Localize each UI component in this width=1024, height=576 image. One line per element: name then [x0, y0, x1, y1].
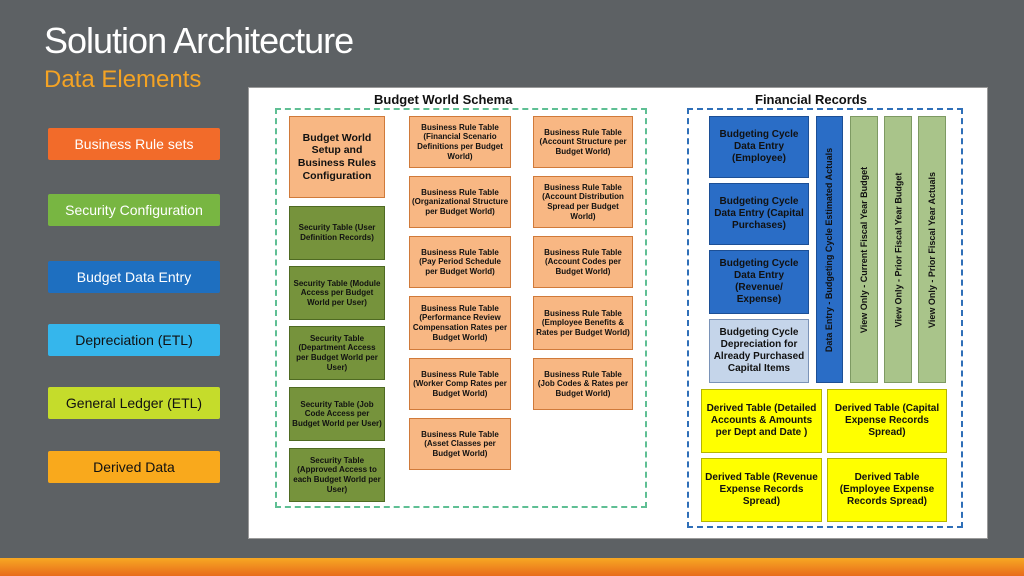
legend-business-rule-sets: Business Rule sets: [48, 128, 220, 160]
rule-table-employee-benefits: Business Rule Table (Employee Benefits &…: [533, 296, 633, 350]
rule-table-job-codes: Business Rule Table (Job Codes & Rates p…: [533, 358, 633, 410]
vertical-bar-prior-fy-actuals-label: View Only - Prior Fiscal Year Actuals: [927, 171, 937, 328]
vertical-bar-estimated-actuals-label: Data Entry - Budgeting Cycle Estimated A…: [824, 147, 835, 352]
rule-table-organizational-structure: Business Rule Table (Organizational Stru…: [409, 176, 511, 228]
budget-world-setup-box: Budget World Setup and Business Rules Co…: [289, 116, 385, 198]
vertical-bar-estimated-actuals: Data Entry - Budgeting Cycle Estimated A…: [816, 116, 843, 383]
security-table-module-access: Security Table (Module Access per Budget…: [289, 266, 385, 320]
footer-accent-bar: [0, 558, 1024, 576]
derived-table-revenue-expense: Derived Table (Revenue Expense Records S…: [701, 458, 822, 522]
rule-table-financial-scenario: Business Rule Table (Financial Scenario …: [409, 116, 511, 168]
security-table-approved-access: Security Table (Approved Access to each …: [289, 448, 385, 502]
rule-table-asset-classes: Business Rule Table (Asset Classes per B…: [409, 418, 511, 470]
security-table-department-access: Security Table (Department Access per Bu…: [289, 326, 385, 380]
vertical-bar-prior-fy-actuals: View Only - Prior Fiscal Year Actuals: [918, 116, 946, 383]
vertical-bar-current-fy-budget-label: View Only - Current Fiscal Year Budget: [859, 166, 869, 333]
legend-security-configuration: Security Configuration: [48, 194, 220, 226]
page-subtitle: Data Elements: [44, 66, 202, 93]
rule-table-performance-review: Business Rule Table (Performance Review …: [409, 296, 511, 350]
security-table-user-definition: Security Table (User Definition Records): [289, 206, 385, 260]
legend-budget-data-entry: Budget Data Entry: [48, 261, 220, 293]
legend-derived-data: Derived Data: [48, 451, 220, 483]
rule-table-account-distribution: Business Rule Table (Account Distributio…: [533, 176, 633, 228]
page-title: Solution Architecture: [44, 20, 354, 61]
budgeting-cycle-capital-purchases: Budgeting Cycle Data Entry (Capital Purc…: [709, 183, 809, 245]
financial-records-boundary: [687, 108, 963, 528]
budgeting-cycle-depreciation: Budgeting Cycle Depreciation for Already…: [709, 319, 809, 383]
derived-table-employee-expense: Derived Table (Employee Expense Records …: [827, 458, 947, 522]
rule-table-account-codes: Business Rule Table (Account Codes per B…: [533, 236, 633, 288]
vertical-bar-prior-fy-budget-label: View Only - Prior Fiscal Year Budget: [893, 172, 904, 327]
legend-depreciation-etl: Depreciation (ETL): [48, 324, 220, 356]
legend-general-ledger-etl: General Ledger (ETL): [48, 387, 220, 419]
rule-table-pay-period: Business Rule Table (Pay Period Schedule…: [409, 236, 511, 288]
financial-records-title: Financial Records: [755, 92, 867, 107]
security-table-job-code-access: Security Table (Job Code Access per Budg…: [289, 387, 385, 441]
budget-world-schema-boundary: [275, 108, 647, 508]
rule-table-worker-comp: Business Rule Table (Worker Comp Rates p…: [409, 358, 511, 410]
derived-table-detailed-accounts: Derived Table (Detailed Accounts & Amoun…: [701, 389, 822, 453]
vertical-bar-prior-fy-budget: View Only - Prior Fiscal Year Budget: [884, 116, 912, 383]
budgeting-cycle-employee: Budgeting Cycle Data Entry (Employee): [709, 116, 809, 178]
budgeting-cycle-revenue-expense: Budgeting Cycle Data Entry (Revenue/ Exp…: [709, 250, 809, 314]
vertical-bar-current-fy-budget: View Only - Current Fiscal Year Budget: [850, 116, 878, 383]
derived-table-capital-expense: Derived Table (Capital Expense Records S…: [827, 389, 947, 453]
budget-world-schema-title: Budget World Schema: [374, 92, 513, 107]
rule-table-account-structure: Business Rule Table (Account Structure p…: [533, 116, 633, 168]
